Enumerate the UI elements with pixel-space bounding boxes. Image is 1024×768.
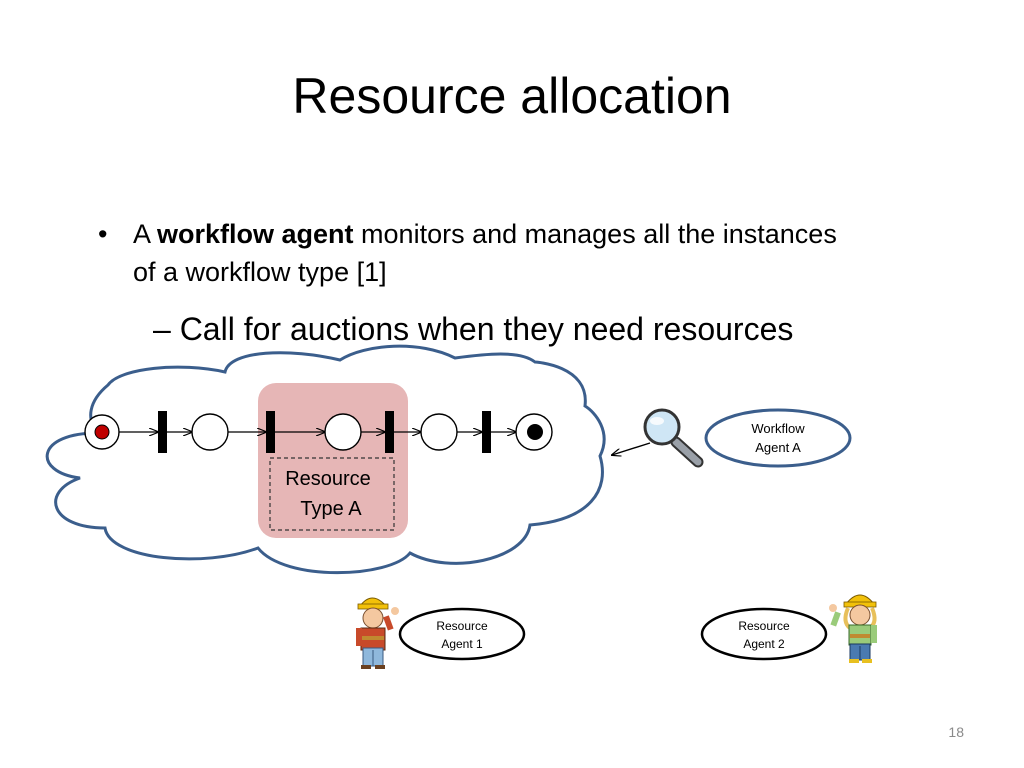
transition <box>158 411 167 453</box>
transition <box>266 411 275 453</box>
place <box>420 413 458 451</box>
resource-agent-1: Resource Agent 1 <box>398 607 526 661</box>
resource-type-line2: Type A <box>300 498 362 520</box>
place <box>324 413 362 451</box>
highlight-region <box>258 383 408 538</box>
place <box>191 413 229 451</box>
workflow-agent-line1: Workflow <box>751 421 805 436</box>
end-token <box>527 424 543 440</box>
bullet-prefix: A <box>133 219 158 249</box>
bullet-text: A workflow agent monitors and manages al… <box>133 215 853 291</box>
resource-type-line1: Resource <box>285 468 371 490</box>
bullet-marker: • <box>98 219 108 249</box>
transition <box>482 411 491 453</box>
sub-bullet-item: – Call for auctions when they need resou… <box>153 309 913 349</box>
resource-agent-2: Resource Agent 2 <box>700 607 828 661</box>
resource-agent-1-line2: Agent 1 <box>441 637 483 651</box>
page-number: 18 <box>948 724 964 740</box>
start-token <box>94 424 110 440</box>
monitor-arrow <box>612 442 651 455</box>
builder-woman-icon <box>829 594 877 663</box>
workflow-net <box>84 411 553 453</box>
builder-man-icon <box>356 597 399 669</box>
workflow-agent-a: Workflow Agent A <box>704 408 852 468</box>
slide-title: Resource allocation <box>292 68 732 124</box>
sub-bullet-text: Call for auctions when they need resourc… <box>179 311 794 347</box>
resource-agent-2-line1: Resource <box>738 619 790 633</box>
sub-bullet-marker: – <box>153 311 171 347</box>
workflow-agent-line2: Agent A <box>755 440 801 455</box>
magnifier-icon <box>643 408 704 468</box>
resource-agent-1-line1: Resource <box>436 619 488 633</box>
bullet-rest: monitors and manages all the instances o… <box>133 219 837 287</box>
resource-agent-2-line2: Agent 2 <box>743 637 785 651</box>
transition <box>385 411 394 453</box>
bullet-bold-term: workflow agent <box>157 219 354 249</box>
